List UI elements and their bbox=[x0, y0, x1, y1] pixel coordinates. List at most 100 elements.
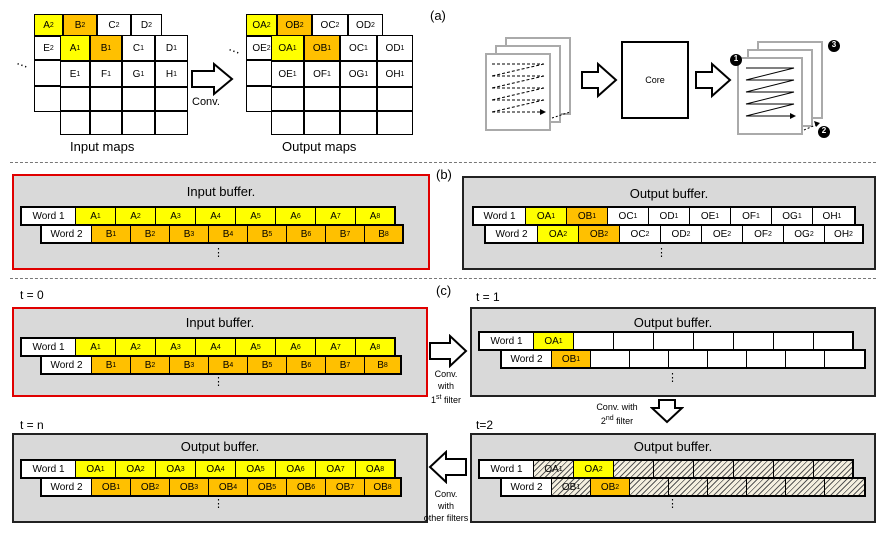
map-cell bbox=[377, 87, 413, 111]
step3-caption: Conv. with other filters bbox=[414, 488, 478, 524]
map-cell bbox=[340, 87, 377, 111]
vertical-ellipsis: ⋮ bbox=[656, 247, 667, 259]
step2-caption: Conv. with 2nd filter bbox=[586, 402, 648, 427]
step1-line: with bbox=[437, 381, 454, 391]
buffer-cell bbox=[708, 479, 747, 495]
word-label: Word 2 bbox=[502, 479, 552, 495]
map-cell bbox=[90, 111, 122, 135]
map-cell bbox=[122, 87, 155, 111]
scan-arrowhead bbox=[814, 121, 820, 127]
buffer-cell bbox=[614, 461, 654, 477]
buffer-cell bbox=[591, 351, 630, 367]
step3-line: with bbox=[437, 501, 454, 511]
section-divider bbox=[10, 278, 876, 279]
buffer-title: Output buffer. bbox=[180, 439, 260, 454]
word-label: Word 1 bbox=[474, 208, 526, 224]
step1-num: 1 bbox=[431, 395, 437, 405]
block-arrow-right-icon bbox=[695, 61, 732, 99]
block-arrow-right-icon bbox=[429, 334, 468, 368]
map-cell bbox=[377, 111, 413, 135]
label-a: (a) bbox=[430, 8, 446, 23]
numbered-circle-icon bbox=[818, 126, 830, 138]
circle-number-3: 3 bbox=[831, 40, 837, 49]
vertical-ellipsis: ⋮ bbox=[213, 498, 224, 510]
core-box bbox=[621, 41, 689, 119]
buffer-title: Input buffer. bbox=[186, 184, 256, 199]
vertical-ellipsis: ⋮ bbox=[213, 376, 224, 388]
step1-sup: st bbox=[436, 394, 442, 401]
map-cell bbox=[271, 111, 304, 135]
buffer-title: Output buffer. bbox=[629, 186, 709, 201]
word-label: Word 2 bbox=[42, 357, 92, 373]
block-arrow-left-icon bbox=[428, 450, 467, 484]
feature-page bbox=[485, 53, 551, 131]
raster-scan-lines bbox=[491, 63, 545, 113]
circle-number-1: 1 bbox=[733, 54, 739, 63]
buffer-title: Output buffer. bbox=[633, 315, 713, 330]
scan-arrowhead bbox=[790, 113, 796, 119]
buffer-title: Output buffer. bbox=[633, 439, 713, 454]
vertical-ellipsis: ⋮ bbox=[667, 372, 678, 384]
map-cell bbox=[122, 111, 155, 135]
word-label: Word 2 bbox=[42, 479, 92, 495]
zigzag-scan bbox=[745, 67, 795, 117]
time-label-t2: t=2 bbox=[476, 418, 494, 432]
buffer-cell bbox=[814, 461, 852, 477]
label-c: (c) bbox=[436, 283, 452, 298]
step3-line: other filters bbox=[423, 513, 469, 523]
buffer-cell bbox=[630, 351, 669, 367]
buffer-cell bbox=[614, 333, 654, 349]
time-label-tn: t = n bbox=[20, 418, 44, 432]
buffer-cell bbox=[694, 461, 734, 477]
